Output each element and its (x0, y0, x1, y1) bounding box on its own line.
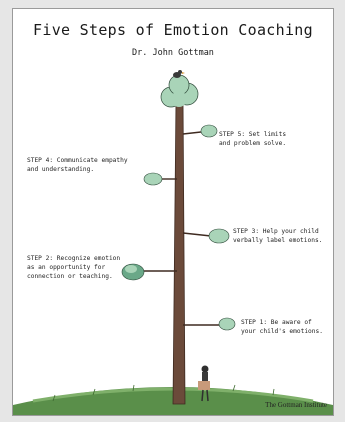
tree-canopy-top (160, 74, 199, 108)
leaf-cluster-step-5 (200, 124, 218, 138)
tree-trunk (172, 100, 186, 405)
poster-title: Five Steps of Emotion Coaching (33, 21, 313, 39)
step-2-text: STEP 2: Recognize emotion as an opportun… (27, 255, 121, 280)
step-1-text: STEP 1: Be aware of your child's emotion… (241, 319, 323, 335)
bird-icon (173, 70, 185, 78)
poster: Five Steps of Emotion Coaching Dr. John … (12, 8, 334, 416)
leaf-cluster-step-4 (143, 172, 163, 186)
branch-step-3 (182, 232, 212, 237)
child-figure (198, 365, 210, 402)
tree-illustration (13, 70, 333, 415)
credit-text: The Gottman Institute (265, 401, 327, 409)
poster-author: Dr. John Gottman (132, 48, 214, 58)
leaf-cluster-step-1 (218, 317, 236, 331)
branch-step-5 (182, 131, 202, 135)
leaf-cluster-step-3 (208, 228, 230, 244)
leaf-cluster-step-2 (121, 263, 145, 281)
step-3-text: STEP 3: Help your child verbally label e… (233, 228, 323, 244)
step-4-text: STEP 4: Communicate empathy and understa… (27, 157, 128, 173)
grass-tufts (52, 384, 275, 402)
step-5-text: STEP 5: Set limits and problem solve. (219, 131, 287, 147)
